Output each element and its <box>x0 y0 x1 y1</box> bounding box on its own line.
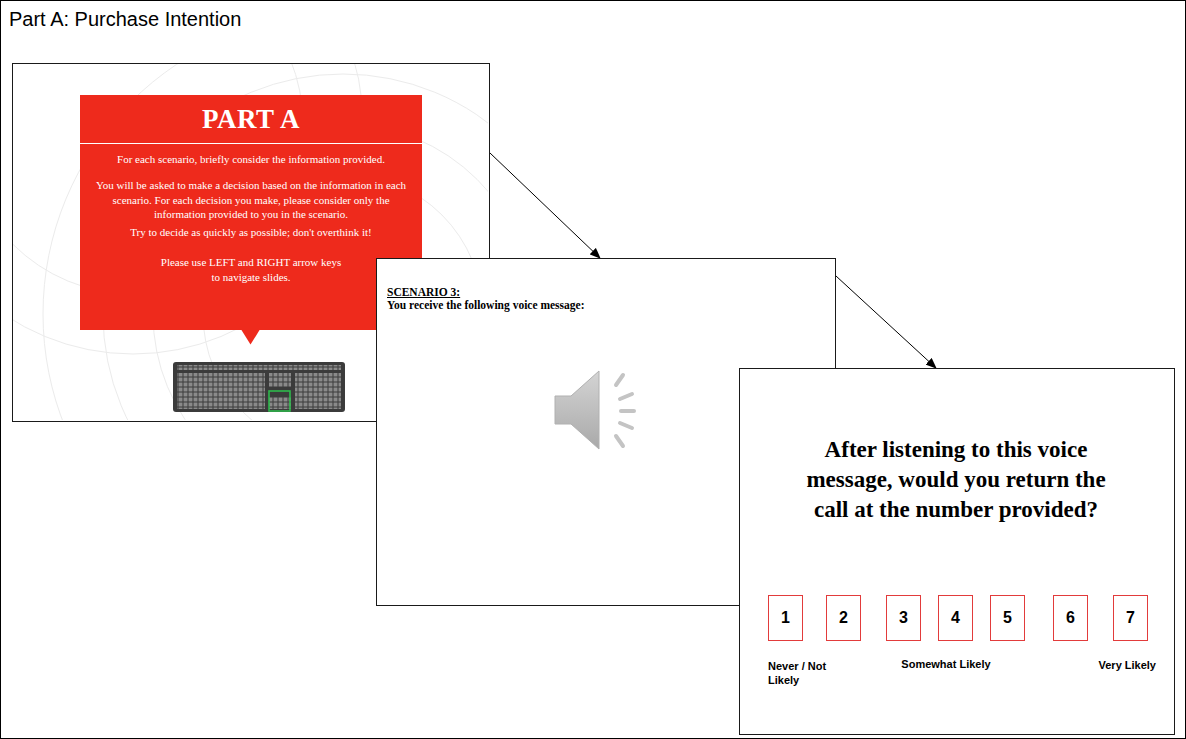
rating-box: 2 <box>826 595 861 641</box>
scenario-label: SCENARIO 3: <box>387 286 460 298</box>
rating-number: 7 <box>1126 609 1135 627</box>
scale-label: Somewhat Likely <box>901 658 991 672</box>
scenario-text: You receive the following voice message: <box>387 299 584 311</box>
rating-number: 4 <box>951 609 960 627</box>
flow-arrow <box>836 276 936 368</box>
flow-arrow <box>490 153 600 258</box>
instruction-text: Please use LEFT and RIGHT arrow keys to … <box>160 255 342 284</box>
rating-box: 5 <box>990 595 1025 641</box>
rating-number: 5 <box>1003 609 1012 627</box>
instruction-text: Try to decide as quickly as possible; do… <box>94 225 408 239</box>
instruction-text: For each scenario, briefly consider the … <box>94 152 408 166</box>
rating-number: 6 <box>1066 609 1075 627</box>
instruction-heading: PART A <box>80 95 422 144</box>
question-text: After listening to this voice message, w… <box>788 435 1124 525</box>
callout-pointer <box>241 329 261 345</box>
rating-number: 1 <box>781 609 790 627</box>
rating-box: 3 <box>886 595 921 641</box>
scale-label: Never / Not Likely <box>768 660 848 688</box>
keyboard-icon <box>173 362 345 412</box>
figure-heading: Part A: Purchase Intention <box>9 8 241 31</box>
rating-box: 4 <box>938 595 973 641</box>
rating-box: 1 <box>768 595 803 641</box>
scale-label: Very Likely <box>1094 659 1156 673</box>
rating-box: 6 <box>1053 595 1088 641</box>
rating-number: 3 <box>899 609 908 627</box>
instruction-text: You will be asked to make a decision bas… <box>94 178 408 221</box>
rating-number: 2 <box>839 609 848 627</box>
slide-frame: After listening to this voice message, w… <box>739 368 1175 735</box>
rating-box: 7 <box>1113 595 1148 641</box>
instruction-box: PART A For each scenario, briefly conside… <box>80 95 422 330</box>
